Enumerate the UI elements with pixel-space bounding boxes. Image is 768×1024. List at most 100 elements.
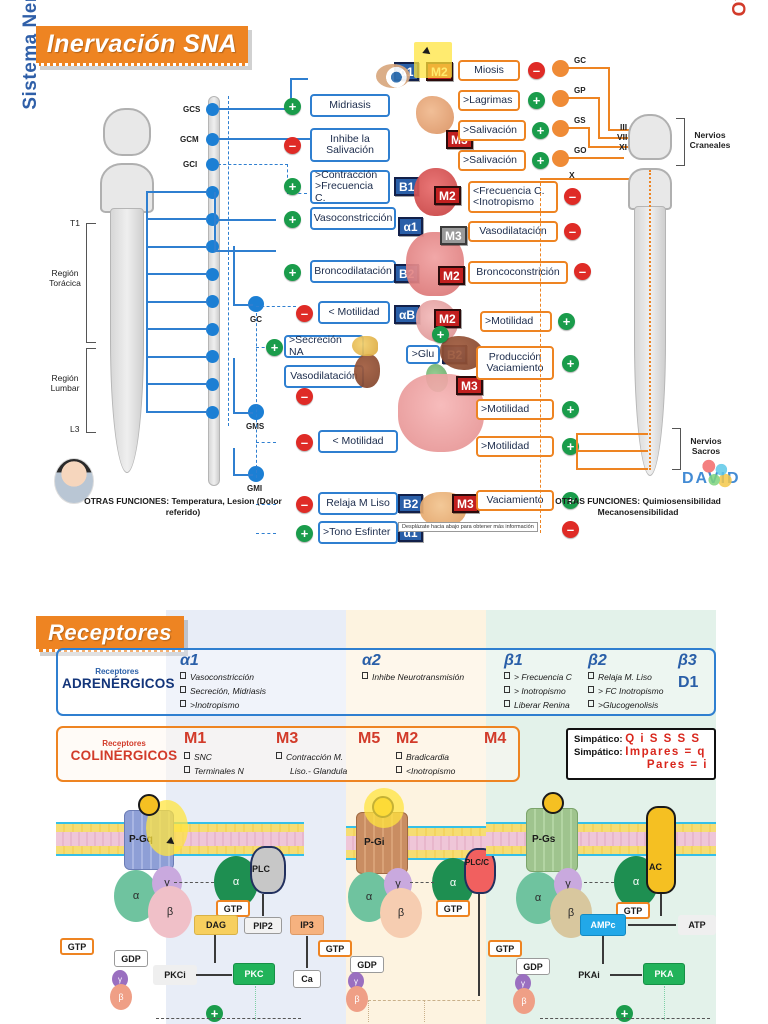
chain-node-4[interactable] <box>206 268 219 281</box>
item-text: >Inotropismo <box>190 700 240 710</box>
para-ganglion-gc[interactable] <box>552 60 569 77</box>
gamma-free-gq: γ <box>112 970 128 988</box>
gc-to-motilidad <box>256 306 296 307</box>
effect-midriasis[interactable]: Midriasis <box>310 94 390 117</box>
para-effect-broncoconstriccion[interactable]: Broncoconstrición <box>468 261 568 284</box>
receptor-m2-heart[interactable]: M2 <box>434 186 461 205</box>
para-effect-motilidad-1[interactable]: >Motilidad <box>480 311 552 332</box>
beta-free-gi: β <box>346 986 368 1012</box>
sacral-box-mid <box>576 450 648 452</box>
para-sign-salivacion-2: + <box>532 152 549 169</box>
para-effect-frecuencia-inotropismo[interactable]: <Frecuencia C. <Inotropismo <box>468 181 558 213</box>
para-ganglion-label-go: GO <box>574 146 587 155</box>
effect-contraccion-frecuencia[interactable]: >Contracción >Frecuencia C. <box>310 169 390 204</box>
dot-gq-2 <box>156 1018 301 1019</box>
receptor-m3-bladder[interactable]: M3 <box>452 494 479 513</box>
chain-node-9[interactable] <box>206 406 219 419</box>
receptor-m2-stomach[interactable]: M2 <box>434 309 461 328</box>
para-effect-vasodilatacion[interactable]: Vasodilatación <box>468 221 558 242</box>
sympathetic-spinal-cord <box>110 208 144 473</box>
chain-node-5[interactable] <box>206 295 219 308</box>
effect-inhibe-salivacion[interactable]: Inhibe la Salivación <box>310 128 390 162</box>
para-effect-vaciamiento[interactable]: Vaciamiento <box>476 490 554 511</box>
para-effect-salivacion-2[interactable]: >Salivación <box>458 150 526 171</box>
cranial-in-x <box>540 178 630 180</box>
effect-menos-motilidad-2[interactable]: < Motilidad <box>318 430 398 453</box>
slide1-banner: Inervación SNA <box>36 26 248 66</box>
effect-relaja-m-liso[interactable]: Relaja M Liso <box>318 492 398 515</box>
header-m1: M1 <box>184 730 207 747</box>
item-alpha2-0: Inhibe Neurotransmisión <box>362 672 464 682</box>
item-text: <Inotropismo <box>406 766 456 776</box>
rami-4 <box>146 273 208 275</box>
sign-inhibe-salivacion: – <box>284 137 301 154</box>
chain-dashed-guide <box>228 96 229 426</box>
receptor-m3-gallbladder[interactable]: M3 <box>456 376 483 395</box>
rami-3 <box>146 246 208 248</box>
dash-gi-activate <box>410 882 434 883</box>
organ-kidney <box>354 354 380 388</box>
gms-to-motilidad <box>256 442 276 443</box>
label-plcc-gi: PLC/C <box>465 858 489 867</box>
effect-vasodilatacion-simp[interactable]: Vasodilatación <box>284 365 364 388</box>
para-effect-miosis[interactable]: Miosis <box>458 60 520 81</box>
ganglion-node-gcm[interactable] <box>206 133 219 146</box>
item-beta2-2: >Glucogenolisis <box>588 700 658 710</box>
item-text: Liberar Renina <box>514 700 570 710</box>
para-sign-broncoconstriccion: – <box>574 263 591 280</box>
mnemonic-line-1: Simpático: Q i S S S S <box>574 733 708 746</box>
para-effect-produccion-vaciamiento[interactable]: Producción Vaciamiento <box>476 346 554 380</box>
receptor-m2-lung[interactable]: M2 <box>438 266 465 285</box>
effect-broncodilatacion[interactable]: Broncodilatación <box>310 260 396 283</box>
adrenergic-label-small: Receptores <box>95 667 139 676</box>
item-beta1-1: > Inotropismo <box>504 686 566 696</box>
adrenergic-label: Receptores ADRENÉRGICOS <box>62 666 174 690</box>
sympathetic-cord-head <box>100 163 154 213</box>
para-ganglion-gp[interactable] <box>552 90 569 107</box>
effect-vasoconstriccion[interactable]: Vasoconstricción <box>310 207 396 230</box>
ganglion-node-gcs[interactable] <box>206 103 219 116</box>
para-effect-lagrimas[interactable]: >Lagrimas <box>458 90 520 111</box>
para-ganglion-gs[interactable] <box>552 120 569 137</box>
membrane-core-gs <box>486 832 716 846</box>
para-sign-motilidad-3: + <box>562 438 579 455</box>
cranial-in-3 <box>608 129 630 131</box>
gtp-box-gs: GTP <box>488 940 522 957</box>
arrow-gs-1 <box>628 924 676 926</box>
gpcr-gs <box>526 808 578 872</box>
para-ganglion-go[interactable] <box>552 150 569 167</box>
item-text: Bradicardia <box>406 752 449 762</box>
sign-menos-motilidad-2: – <box>296 434 313 451</box>
dot-gi-2 <box>368 1000 369 1022</box>
dot-gs-2 <box>540 1018 710 1019</box>
receptor-m3-vessel[interactable]: M3 <box>440 226 467 245</box>
para-effect-salivacion-1[interactable]: >Salivación <box>458 120 526 141</box>
ip3-box-gq: IP3 <box>290 915 324 935</box>
beta-subunit-gi: β <box>380 888 422 938</box>
gtp-box-gi: GTP <box>318 940 352 957</box>
ganglion-node-gc[interactable] <box>248 296 264 312</box>
gtp-box-gq: GTP <box>60 938 94 955</box>
chain-node-6[interactable] <box>206 323 219 336</box>
sign-menos-motilidad-pre: – <box>296 388 313 405</box>
receptor-alpha1-vessel[interactable]: α1 <box>398 217 423 236</box>
chain-node-7[interactable] <box>206 350 219 363</box>
para-effect-motilidad-3[interactable]: >Motilidad <box>476 436 554 457</box>
effect-menos-motilidad-1[interactable]: < Motilidad <box>318 301 390 324</box>
chain-node-8[interactable] <box>206 378 219 391</box>
sign-glu-liver: + <box>432 326 449 343</box>
pkci-box-gq: PKCi <box>153 965 197 985</box>
effect-secrecion-na[interactable]: >Secreción NA <box>284 334 364 358</box>
item-m2-1: <Inotropismo <box>396 766 455 776</box>
sacral-box-top <box>576 433 648 435</box>
organ-eye <box>376 64 410 88</box>
checkbox-icon <box>504 672 510 679</box>
ganglion-node-gci[interactable] <box>206 158 219 171</box>
para-effect-motilidad-2[interactable]: >Motilidad <box>476 399 554 420</box>
lateral-gmi-h <box>233 474 253 476</box>
effect-glu[interactable]: >Glu <box>406 345 440 364</box>
arrow-gq-2 <box>196 974 232 976</box>
effect-tono-esfinter[interactable]: >Tono Esfinter <box>318 521 398 544</box>
sign-secrecion-na: + <box>266 339 283 356</box>
organ-salivary-glands <box>416 96 454 134</box>
